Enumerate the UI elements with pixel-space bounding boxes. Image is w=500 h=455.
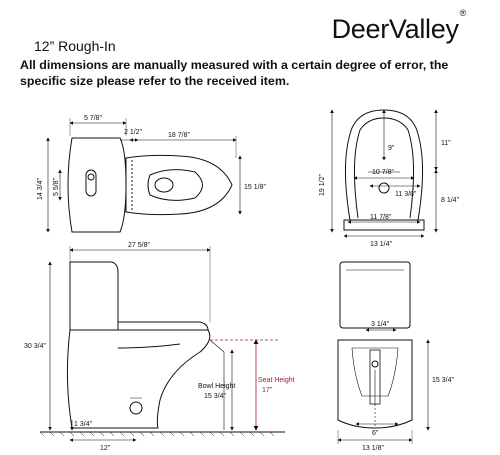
top-view xyxy=(46,118,242,233)
side-view-body xyxy=(66,329,211,429)
page-title: 12” Rough-In xyxy=(34,38,116,54)
dim-tank-depth: 5 7/8” xyxy=(84,115,103,122)
dim-top-right: 11” xyxy=(441,140,451,147)
dim-inner: 9” xyxy=(388,145,395,152)
dim-width-left: 14 3/4” xyxy=(37,178,44,200)
dim-side-small: 1 3/4” xyxy=(74,421,93,428)
bowl-height-value: 15 3/4” xyxy=(204,393,226,400)
front-view-base xyxy=(343,219,425,231)
dim-width-a: 10 7/8” xyxy=(372,169,394,176)
dim-base: 13 1/4” xyxy=(370,241,392,248)
seat-height-value: 17” xyxy=(262,387,273,394)
dim-width-b: 11 3/8” xyxy=(395,191,417,198)
dim-rear-height: 15 3/4” xyxy=(432,377,454,384)
brand-name: DeerValley xyxy=(331,14,459,44)
drain-circle xyxy=(129,401,143,415)
dim-rear-inner: 6” xyxy=(372,430,379,437)
dim-rear-top: 3 1/4” xyxy=(371,321,390,328)
dim-bowl-length: 18 7/8” xyxy=(168,132,190,139)
front-view xyxy=(330,109,438,238)
dim-button: 5 5/8” xyxy=(53,177,60,196)
dim-right-low: 8 1/4” xyxy=(441,197,460,204)
side-view-seat xyxy=(118,321,209,331)
seat-height-indicator xyxy=(210,339,280,431)
top-view-tank xyxy=(67,137,127,233)
flush-button xyxy=(85,169,97,197)
brand-logo: DeerValley® xyxy=(331,8,467,45)
side-view-tank xyxy=(69,261,119,331)
bowl-height-label: Bowl Height xyxy=(198,383,235,390)
dim-side-height: 30 3/4” xyxy=(24,343,46,350)
registered-mark: ® xyxy=(459,8,467,18)
dim-width-c: 11 7/8” xyxy=(370,214,392,221)
dim-width-right: 15 1/8” xyxy=(244,184,266,191)
seat-height-label: Seat Height xyxy=(258,377,295,384)
dim-rear-base: 13 1/8” xyxy=(362,445,384,452)
dim-side-length: 27 5/8” xyxy=(128,242,150,249)
side-view xyxy=(39,246,285,442)
rear-view xyxy=(337,261,430,444)
dim-rough-in: 12” xyxy=(100,445,111,452)
rear-view-body xyxy=(337,339,413,429)
dim-height-total: 19 1/2” xyxy=(319,174,326,196)
rear-view-tank xyxy=(339,261,411,329)
dim-gap: 2 1/2” xyxy=(124,129,143,136)
measurement-note: All dimensions are manually measured wit… xyxy=(20,58,449,88)
top-view-bowl xyxy=(125,154,233,216)
